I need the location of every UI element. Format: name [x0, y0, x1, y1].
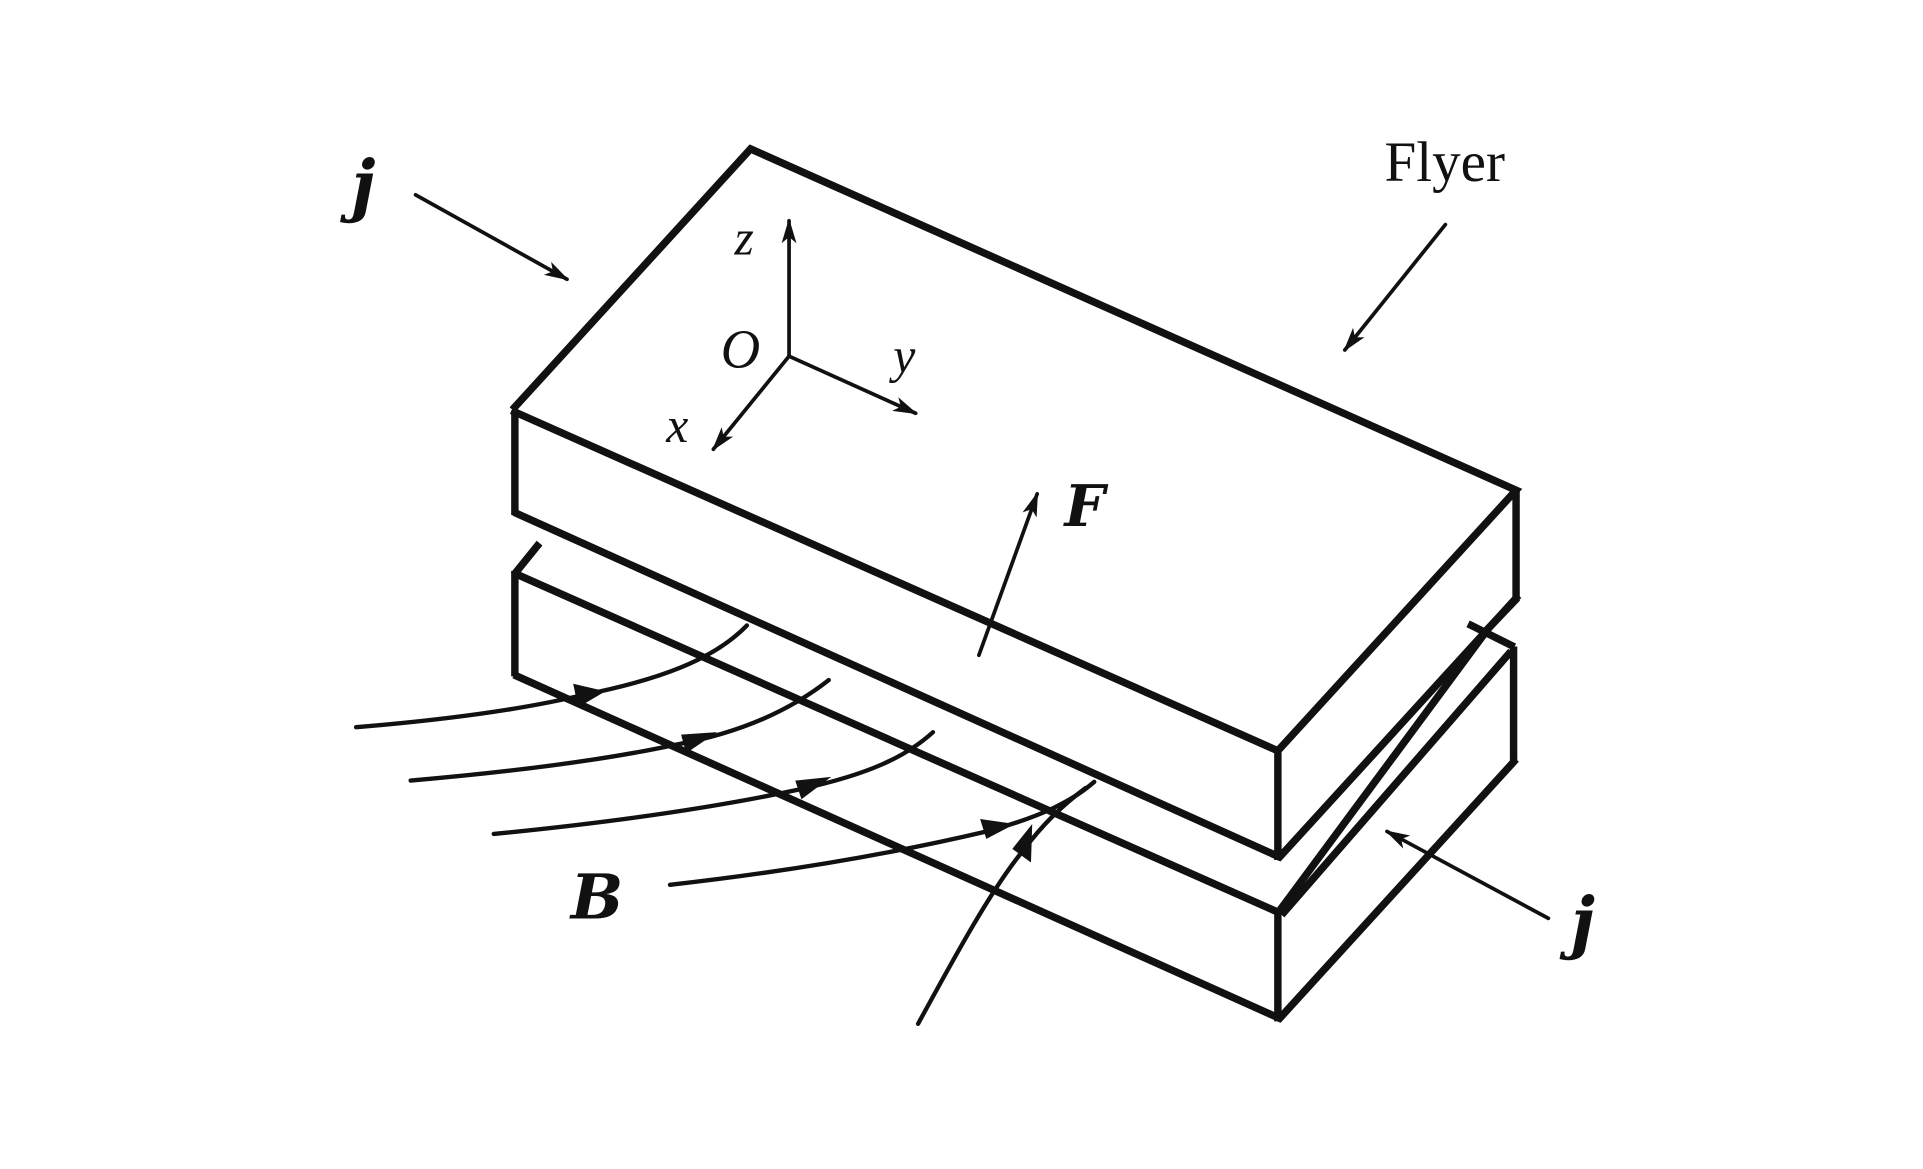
field-label: B: [569, 860, 623, 933]
current-top-arrow: [413, 192, 570, 282]
field-line: [667, 779, 1097, 887]
flyer-pointer-arrow: [1342, 222, 1448, 352]
field-line-arrowhead: [1012, 824, 1033, 863]
x-axis-arrow: [711, 354, 791, 452]
force-label: F: [1062, 473, 1108, 540]
flyer-front-bottom-edge: [512, 508, 1283, 862]
axis-y-label: y: [888, 328, 916, 383]
field-line: [353, 623, 750, 730]
coordinate-axes: z y x O: [665, 210, 918, 453]
flyer-callout: Flyer: [1342, 131, 1505, 352]
magnetic-field: B: [353, 623, 1097, 1026]
driver-left-stub: [510, 540, 543, 578]
driver-right-stub-a: [1466, 620, 1517, 651]
driver-right-stub-b: [1482, 595, 1521, 635]
field-line-arrowhead: [980, 819, 1015, 839]
origin-label: O: [721, 318, 760, 379]
flyer-top-face: [509, 144, 1523, 756]
driver-slab: [510, 540, 1521, 1023]
field-line-arrowhead: [681, 732, 718, 754]
flyer-label: Flyer: [1385, 131, 1505, 194]
current-bottom-arrow: [1384, 829, 1551, 921]
current-top-label: j: [339, 145, 375, 224]
current-bottom-label: j: [1559, 883, 1595, 962]
field-line: [408, 677, 831, 783]
y-axis-arrow: [787, 354, 918, 416]
driver-bottom-front-edge: [512, 671, 1283, 1023]
driver-bottom-right-edge: [1275, 756, 1519, 1023]
field-line-arrowhead: [795, 776, 832, 800]
current-top: j: [339, 145, 570, 282]
driver-top-right-edge: [1275, 627, 1491, 915]
axis-x-label: x: [665, 398, 688, 453]
driver-top-front-edge: [512, 569, 1283, 918]
current-bottom: j: [1384, 829, 1595, 962]
force-vector: F: [977, 473, 1108, 658]
force-arrow: [977, 491, 1040, 658]
field-line: [491, 730, 936, 837]
field-line: [915, 785, 1088, 1026]
axis-z-label: z: [733, 210, 753, 265]
flyer-slab: [509, 144, 1523, 862]
driver-inner-right-edge: [1278, 648, 1514, 918]
field-line-arrowhead: [573, 683, 606, 708]
